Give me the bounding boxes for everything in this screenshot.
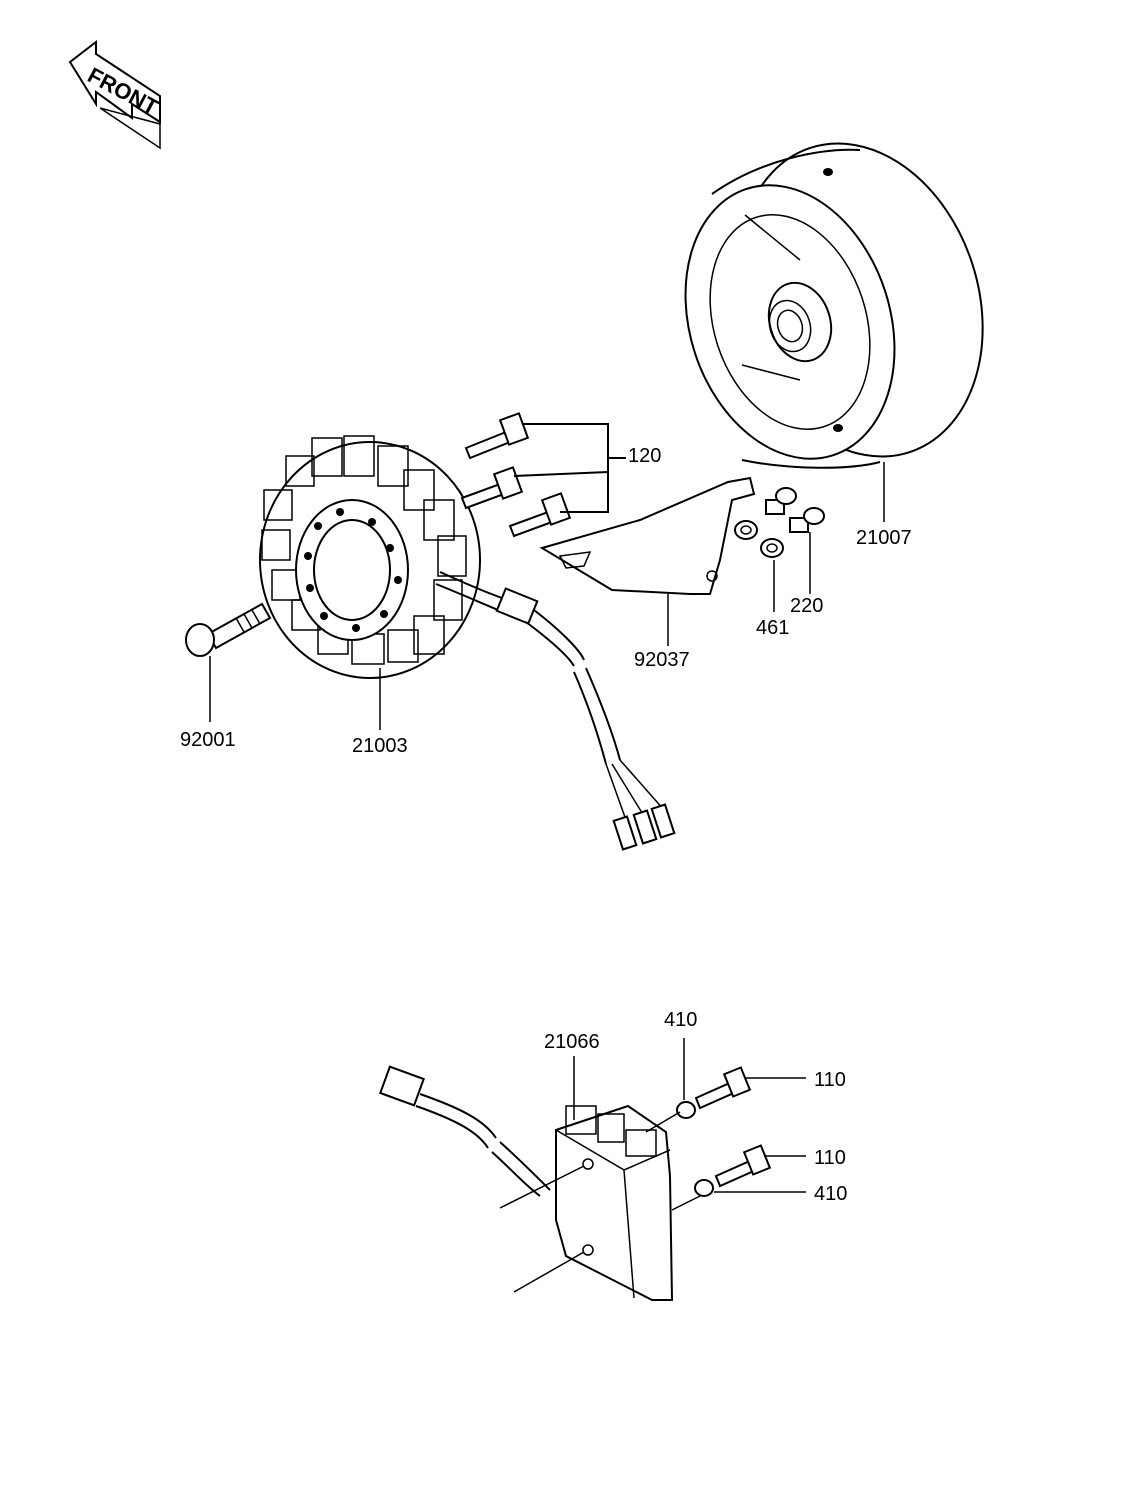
- stator-bolts: [460, 412, 626, 538]
- bolt-icon: [460, 466, 524, 510]
- bolt-icon: [508, 492, 572, 538]
- label-stator: 21003: [352, 735, 408, 757]
- label-washer: 461: [756, 617, 789, 639]
- front-arrow-icon: FRONT: [68, 39, 163, 150]
- regulator-bolts: [676, 1066, 772, 1197]
- label-bracket: 92037: [634, 649, 690, 671]
- bolt-icon: [714, 1144, 772, 1188]
- label-regulator: 21066: [544, 1031, 600, 1053]
- leader-lines: [209, 462, 885, 1211]
- callout-labels: 21007 120 92037 461 220 92001 21003 2106…: [180, 445, 912, 1205]
- stator-coil: [259, 435, 481, 679]
- label-washer-upper: 410: [664, 1009, 697, 1031]
- label-flywheel: 21007: [856, 527, 912, 549]
- screw-washer-set: [734, 487, 825, 558]
- label-flange-bolt: 92001: [180, 729, 236, 751]
- stator-wire-harness: [435, 571, 676, 851]
- flywheel-rotor: [684, 142, 984, 469]
- label-bolt-lower: 110: [814, 1147, 846, 1169]
- flange-bolt: [185, 602, 272, 657]
- label-screw: 220: [790, 595, 823, 617]
- label-washer-lower: 410: [814, 1183, 847, 1205]
- label-bolt-upper: 110: [814, 1069, 846, 1091]
- bolt-icon: [464, 412, 530, 460]
- regulator-wire-harness: [379, 1065, 551, 1197]
- wire-bracket: [539, 476, 756, 595]
- regulator-rectifier: [499, 1104, 674, 1301]
- label-bolt-group: 120: [628, 445, 661, 467]
- bolt-icon: [694, 1066, 752, 1110]
